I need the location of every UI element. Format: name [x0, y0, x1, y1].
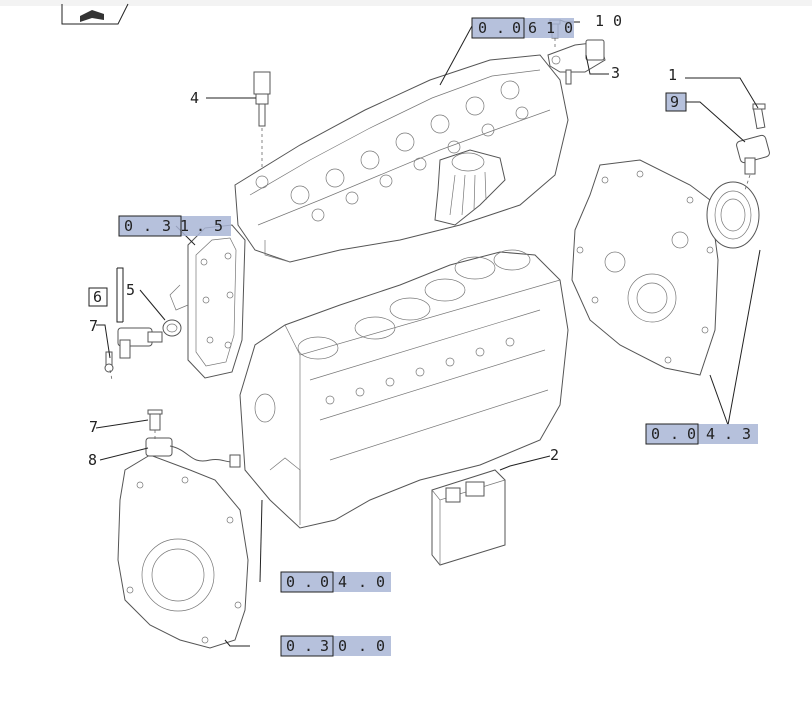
svg-text:0: 0 — [478, 19, 487, 37]
svg-text:0: 0 — [124, 217, 133, 235]
cylinder-head — [234, 54, 569, 263]
svg-text:0: 0 — [564, 19, 573, 37]
callout-6-box: 6 — [88, 287, 108, 307]
svg-text:.: . — [496, 19, 505, 37]
crank-position-sensor — [145, 409, 241, 468]
ecu-module — [431, 469, 506, 566]
svg-text:4: 4 — [338, 573, 347, 591]
callout-2: 2 — [550, 446, 559, 464]
callout-9-box: 9 — [665, 92, 687, 112]
callout-1: 1 — [668, 66, 677, 84]
svg-text:.: . — [304, 637, 313, 655]
svg-text:0: 0 — [338, 637, 347, 655]
svg-text:.: . — [143, 217, 152, 235]
top-strip — [0, 0, 812, 6]
svg-text:.: . — [196, 217, 205, 235]
ref-timing-cover[interactable]: 0 . 0 4 . 3 — [645, 423, 758, 445]
svg-text:3: 3 — [162, 217, 171, 235]
svg-text:0: 0 — [376, 637, 385, 655]
svg-text:.: . — [304, 573, 313, 591]
svg-text:.: . — [724, 425, 733, 443]
callout-10: 1 0 — [595, 12, 622, 30]
svg-text:1: 1 — [180, 217, 189, 235]
svg-text:.: . — [358, 637, 367, 655]
svg-text:0: 0 — [376, 573, 385, 591]
svg-text:6: 6 — [528, 19, 537, 37]
callout-3: 3 — [611, 64, 620, 82]
svg-text:.: . — [670, 425, 679, 443]
svg-text:4: 4 — [706, 425, 715, 443]
svg-text:0: 0 — [651, 425, 660, 443]
svg-text:3: 3 — [320, 637, 329, 655]
injector-screw — [253, 71, 271, 127]
gasket-plate — [169, 224, 246, 379]
svg-text:3: 3 — [742, 425, 751, 443]
callout-7-upper: 7 — [89, 317, 98, 335]
callout-4: 4 — [190, 89, 199, 107]
ref-engine-block[interactable]: 0 . 0 4 . 0 — [280, 571, 391, 593]
svg-text:0: 0 — [320, 573, 329, 591]
oil-pressure-sensor — [104, 327, 163, 373]
callout-6: 6 — [93, 288, 102, 306]
svg-text:5: 5 — [214, 217, 223, 235]
svg-text:1: 1 — [546, 19, 555, 37]
tone-wheel — [706, 181, 760, 249]
book-icon[interactable] — [61, 3, 129, 25]
timing-cover — [571, 159, 719, 376]
ref-oil-pan-group[interactable]: 0 . 3 1 . 5 — [118, 215, 231, 237]
svg-text:0: 0 — [286, 573, 295, 591]
ref-flywheel-housing[interactable]: 0 . 3 0 . 0 — [280, 635, 391, 657]
engine-block — [239, 249, 569, 529]
speed-sensor — [736, 103, 770, 175]
o-ring — [162, 319, 182, 337]
callout-7-lower: 7 — [89, 418, 98, 436]
callout-8: 8 — [88, 451, 97, 469]
ref-cylinder-head[interactable]: 0 . 0 6 1 0 — [471, 17, 574, 39]
svg-text:0: 0 — [286, 637, 295, 655]
svg-text:0: 0 — [687, 425, 696, 443]
svg-text:0: 0 — [512, 19, 521, 37]
svg-text:.: . — [358, 573, 367, 591]
callout-9: 9 — [670, 93, 679, 111]
callout-5: 5 — [126, 281, 135, 299]
flywheel-housing — [117, 454, 249, 649]
